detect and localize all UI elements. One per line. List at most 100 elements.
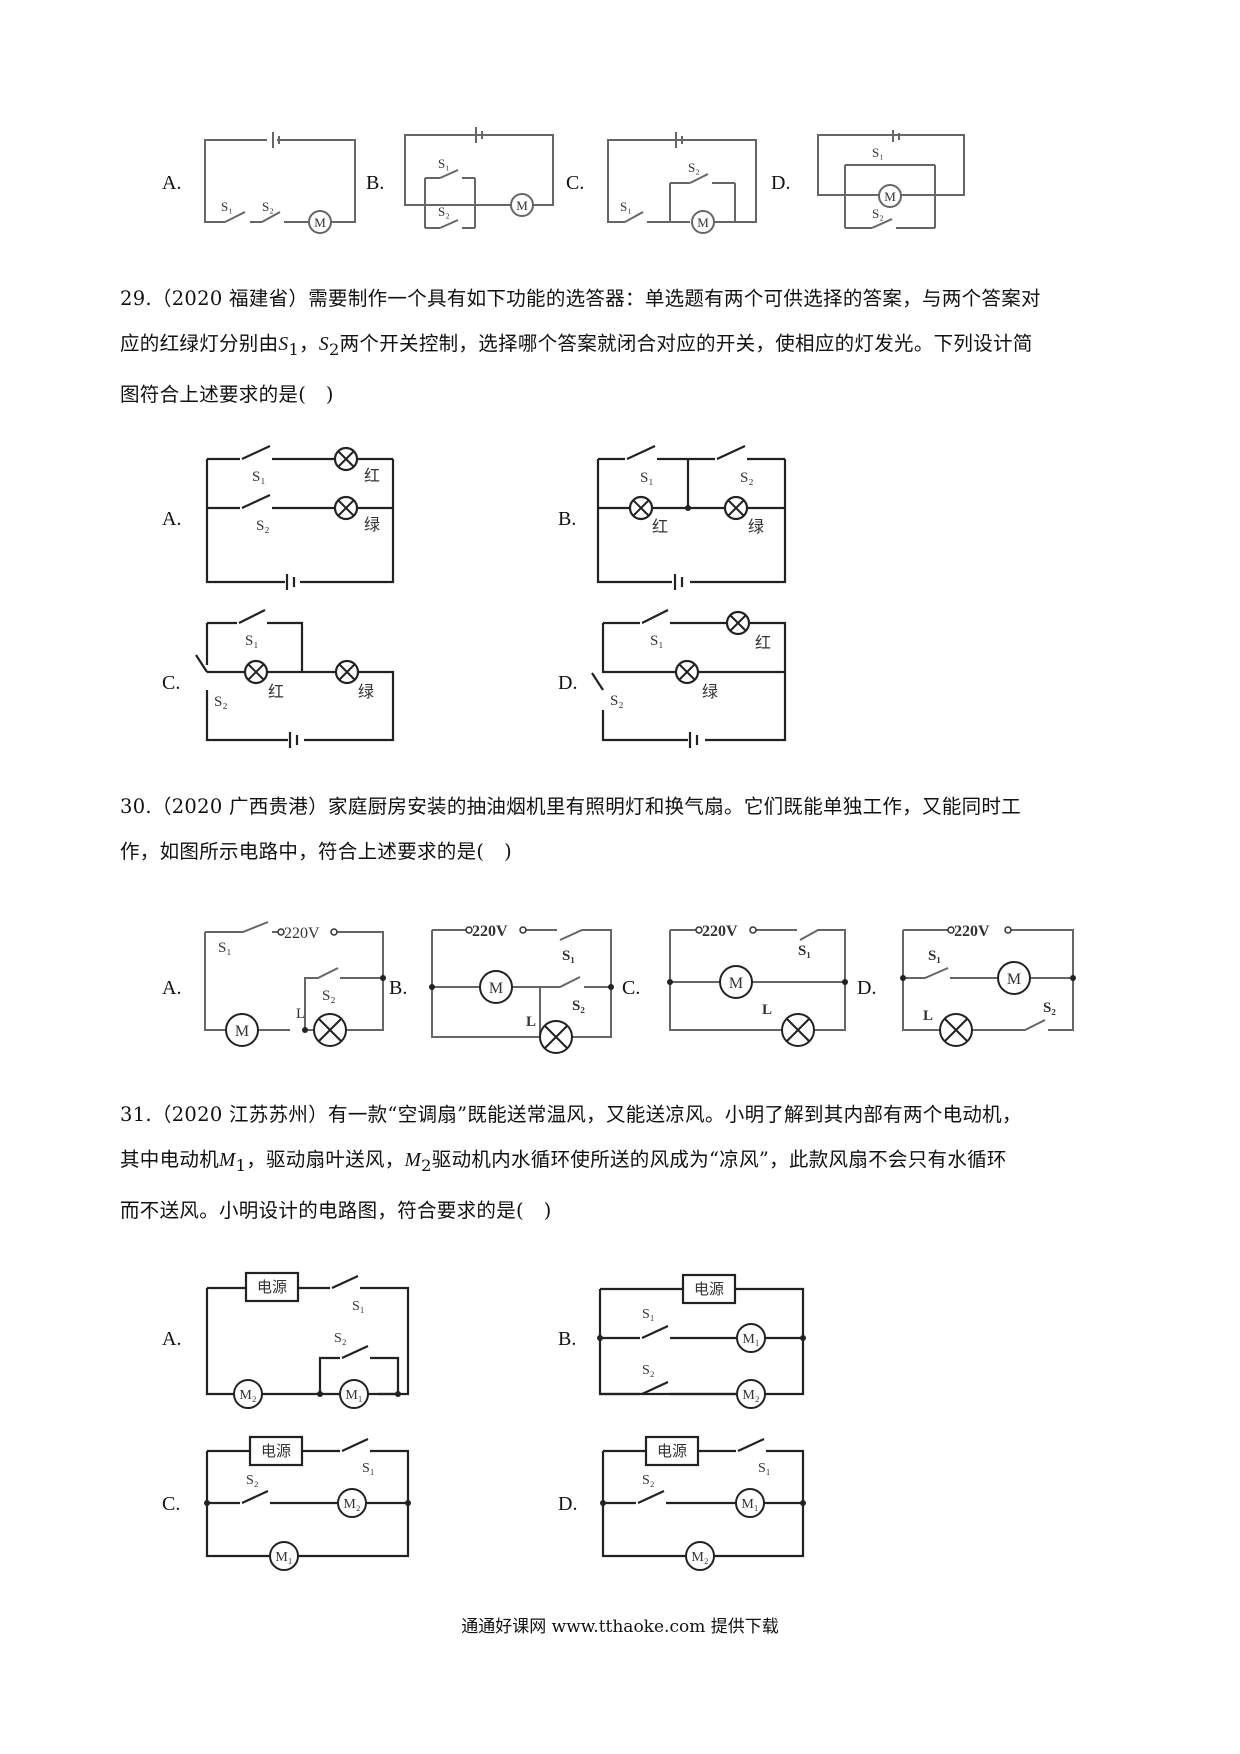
q31-circuit-b: 电源 M₁ M₂ S₁ S₂ xyxy=(597,1273,806,1409)
q29-text: 29.（2020 福建省）需要制作一个具有如下功能的选答器：单选题有两个可供选择… xyxy=(120,287,1041,406)
svg-text:M₂: M₂ xyxy=(742,1388,759,1403)
svg-text:S₁: S₁ xyxy=(928,948,941,964)
svg-text:S₂: S₂ xyxy=(438,204,450,219)
svg-text:M: M xyxy=(314,215,326,230)
option-d-label: D. xyxy=(771,172,791,194)
svg-text:S₂: S₂ xyxy=(610,693,624,709)
svg-text:红: 红 xyxy=(268,683,284,701)
svg-text:绿: 绿 xyxy=(702,683,718,701)
q30-circuit-b: 220V S₁ S₂ L xyxy=(429,923,614,1054)
svg-text:M₁: M₁ xyxy=(742,1332,759,1347)
svg-text:220V: 220V xyxy=(284,925,320,942)
svg-text:S₁: S₁ xyxy=(620,199,632,214)
q28-circuit-b: M S₁ S₂ xyxy=(404,126,554,229)
svg-text:电源: 电源 xyxy=(257,1279,287,1296)
q30-circuit-d: 220V S₁ S₂ L xyxy=(900,923,1076,1047)
svg-text:M: M xyxy=(516,198,528,213)
q28-circuit-c: M S₁ S₂ xyxy=(607,132,757,234)
svg-text:220V: 220V xyxy=(472,923,508,940)
svg-text:红: 红 xyxy=(755,634,771,652)
svg-text:S₂: S₂ xyxy=(246,1473,259,1488)
svg-text:M₂: M₂ xyxy=(691,1550,708,1565)
svg-text:M₂: M₂ xyxy=(343,1497,360,1512)
svg-text:220V: 220V xyxy=(954,923,990,940)
svg-text:S₂: S₂ xyxy=(214,694,228,710)
option-b-label: B. xyxy=(558,1328,577,1350)
svg-text:S₁: S₁ xyxy=(562,948,575,964)
svg-text:220V: 220V xyxy=(702,923,738,940)
svg-text:M: M xyxy=(884,189,896,204)
svg-text:L: L xyxy=(526,1014,536,1030)
svg-text:S₂: S₂ xyxy=(740,470,754,486)
q29-circuit-a: S₁ 红 S₂ 绿 xyxy=(205,445,395,590)
q29-circuit-d: S₁ S₂ 红绿 xyxy=(591,609,787,748)
svg-text:S₂: S₂ xyxy=(256,518,270,534)
q31-circuit-a: 电源 M₂ M₁ S₁ S₂ xyxy=(205,1271,410,1409)
svg-text:S₂: S₂ xyxy=(872,206,884,221)
svg-text:S₁: S₁ xyxy=(438,156,450,171)
svg-text:S₁: S₁ xyxy=(872,145,884,160)
svg-text:S₂: S₂ xyxy=(688,160,700,175)
q30-text: 30.（2020 广西贵港）家庭厨房安装的抽油烟机里有照明灯和换气扇。它们既能单… xyxy=(120,795,1022,863)
svg-text:M₁: M₁ xyxy=(345,1388,362,1403)
svg-text:绿: 绿 xyxy=(364,516,380,534)
svg-text:S₂: S₂ xyxy=(334,1331,347,1346)
svg-text:M₁: M₁ xyxy=(741,1497,758,1512)
option-b-label: B. xyxy=(558,508,577,530)
svg-text:红: 红 xyxy=(364,467,380,485)
q28-circuit-diagrams: M S₁ S₂ M S₁ S₂ M S₁ S₂ M xyxy=(204,126,965,234)
svg-text:电源: 电源 xyxy=(657,1443,687,1460)
svg-text:S₁: S₁ xyxy=(221,199,233,214)
svg-text:S₁: S₁ xyxy=(798,943,811,959)
svg-text:电源: 电源 xyxy=(261,1443,291,1460)
svg-text:绿: 绿 xyxy=(748,518,764,536)
q30-circuit-a: 220V S₁ S₂ L xyxy=(204,921,386,1047)
q28-circuit-d: M S₁ S₂ xyxy=(817,130,965,229)
option-c-label: C. xyxy=(162,672,181,694)
svg-text:红: 红 xyxy=(652,518,668,536)
svg-text:L: L xyxy=(296,1006,305,1022)
svg-text:S₂: S₂ xyxy=(572,998,585,1014)
option-c-label: C. xyxy=(162,1493,181,1515)
q29-circuit-b: S₁ S₂ 红 绿 xyxy=(596,445,787,590)
svg-text:S₁: S₁ xyxy=(352,1299,365,1314)
option-a-label: A. xyxy=(162,172,182,194)
option-b-label: B. xyxy=(366,172,385,194)
svg-text:S₁: S₁ xyxy=(650,633,664,649)
q31-text: 31.（2020 江苏苏州）有一款“空调扇”既能送常温风，又能送凉风。小明了解到… xyxy=(120,1103,1022,1222)
q31-circuit-c: 电源 M₂ M₁ S₁ S₂ xyxy=(204,1435,411,1571)
svg-text:S₁: S₁ xyxy=(252,469,266,485)
svg-text:S₂: S₂ xyxy=(642,1363,655,1378)
option-a-label: A. xyxy=(162,508,182,530)
svg-text:S₂: S₂ xyxy=(1043,1000,1056,1016)
svg-text:L: L xyxy=(762,1002,772,1018)
option-c-label: C. xyxy=(622,977,641,999)
page-footer: 通通好课网 www.tthaoke.com 提供下载 xyxy=(461,1617,779,1637)
svg-text:S₁: S₁ xyxy=(640,470,654,486)
option-a-label: A. xyxy=(162,1328,182,1350)
svg-text:L: L xyxy=(923,1008,933,1024)
svg-text:M: M xyxy=(697,215,709,230)
svg-text:S₂: S₂ xyxy=(642,1473,655,1488)
svg-text:S₁: S₁ xyxy=(758,1461,771,1476)
svg-text:电源: 电源 xyxy=(694,1281,724,1298)
svg-text:S₁: S₁ xyxy=(218,940,232,956)
q30-circuit-c: 220V S₁ L xyxy=(667,923,848,1047)
option-b-label: B. xyxy=(389,977,408,999)
q29-circuit-c: S₁S₂ 红绿 xyxy=(195,609,395,748)
svg-text:S₂: S₂ xyxy=(262,199,274,214)
option-d-label: D. xyxy=(857,977,877,999)
svg-text:M₂: M₂ xyxy=(239,1388,256,1403)
q28-circuit-a: M S₁ S₂ xyxy=(204,132,356,234)
option-c-label: C. xyxy=(566,172,585,194)
svg-text:S₁: S₁ xyxy=(642,1307,655,1322)
svg-text:M₁: M₁ xyxy=(275,1550,292,1565)
svg-text:S₁: S₁ xyxy=(362,1461,375,1476)
svg-text:S₂: S₂ xyxy=(322,988,336,1004)
option-d-label: D. xyxy=(558,672,578,694)
q31-circuit-diagrams: 电源 M₂ M₁ S₁ S₂ 电源 M₁ M₂ S₁ S₂ 电源 M₂ M₁ S₁ S… xyxy=(204,1271,806,1571)
q31-circuit-d: 电源 M₁ M₂ S₁ S₂ xyxy=(600,1435,806,1571)
option-d-label: D. xyxy=(558,1493,578,1515)
